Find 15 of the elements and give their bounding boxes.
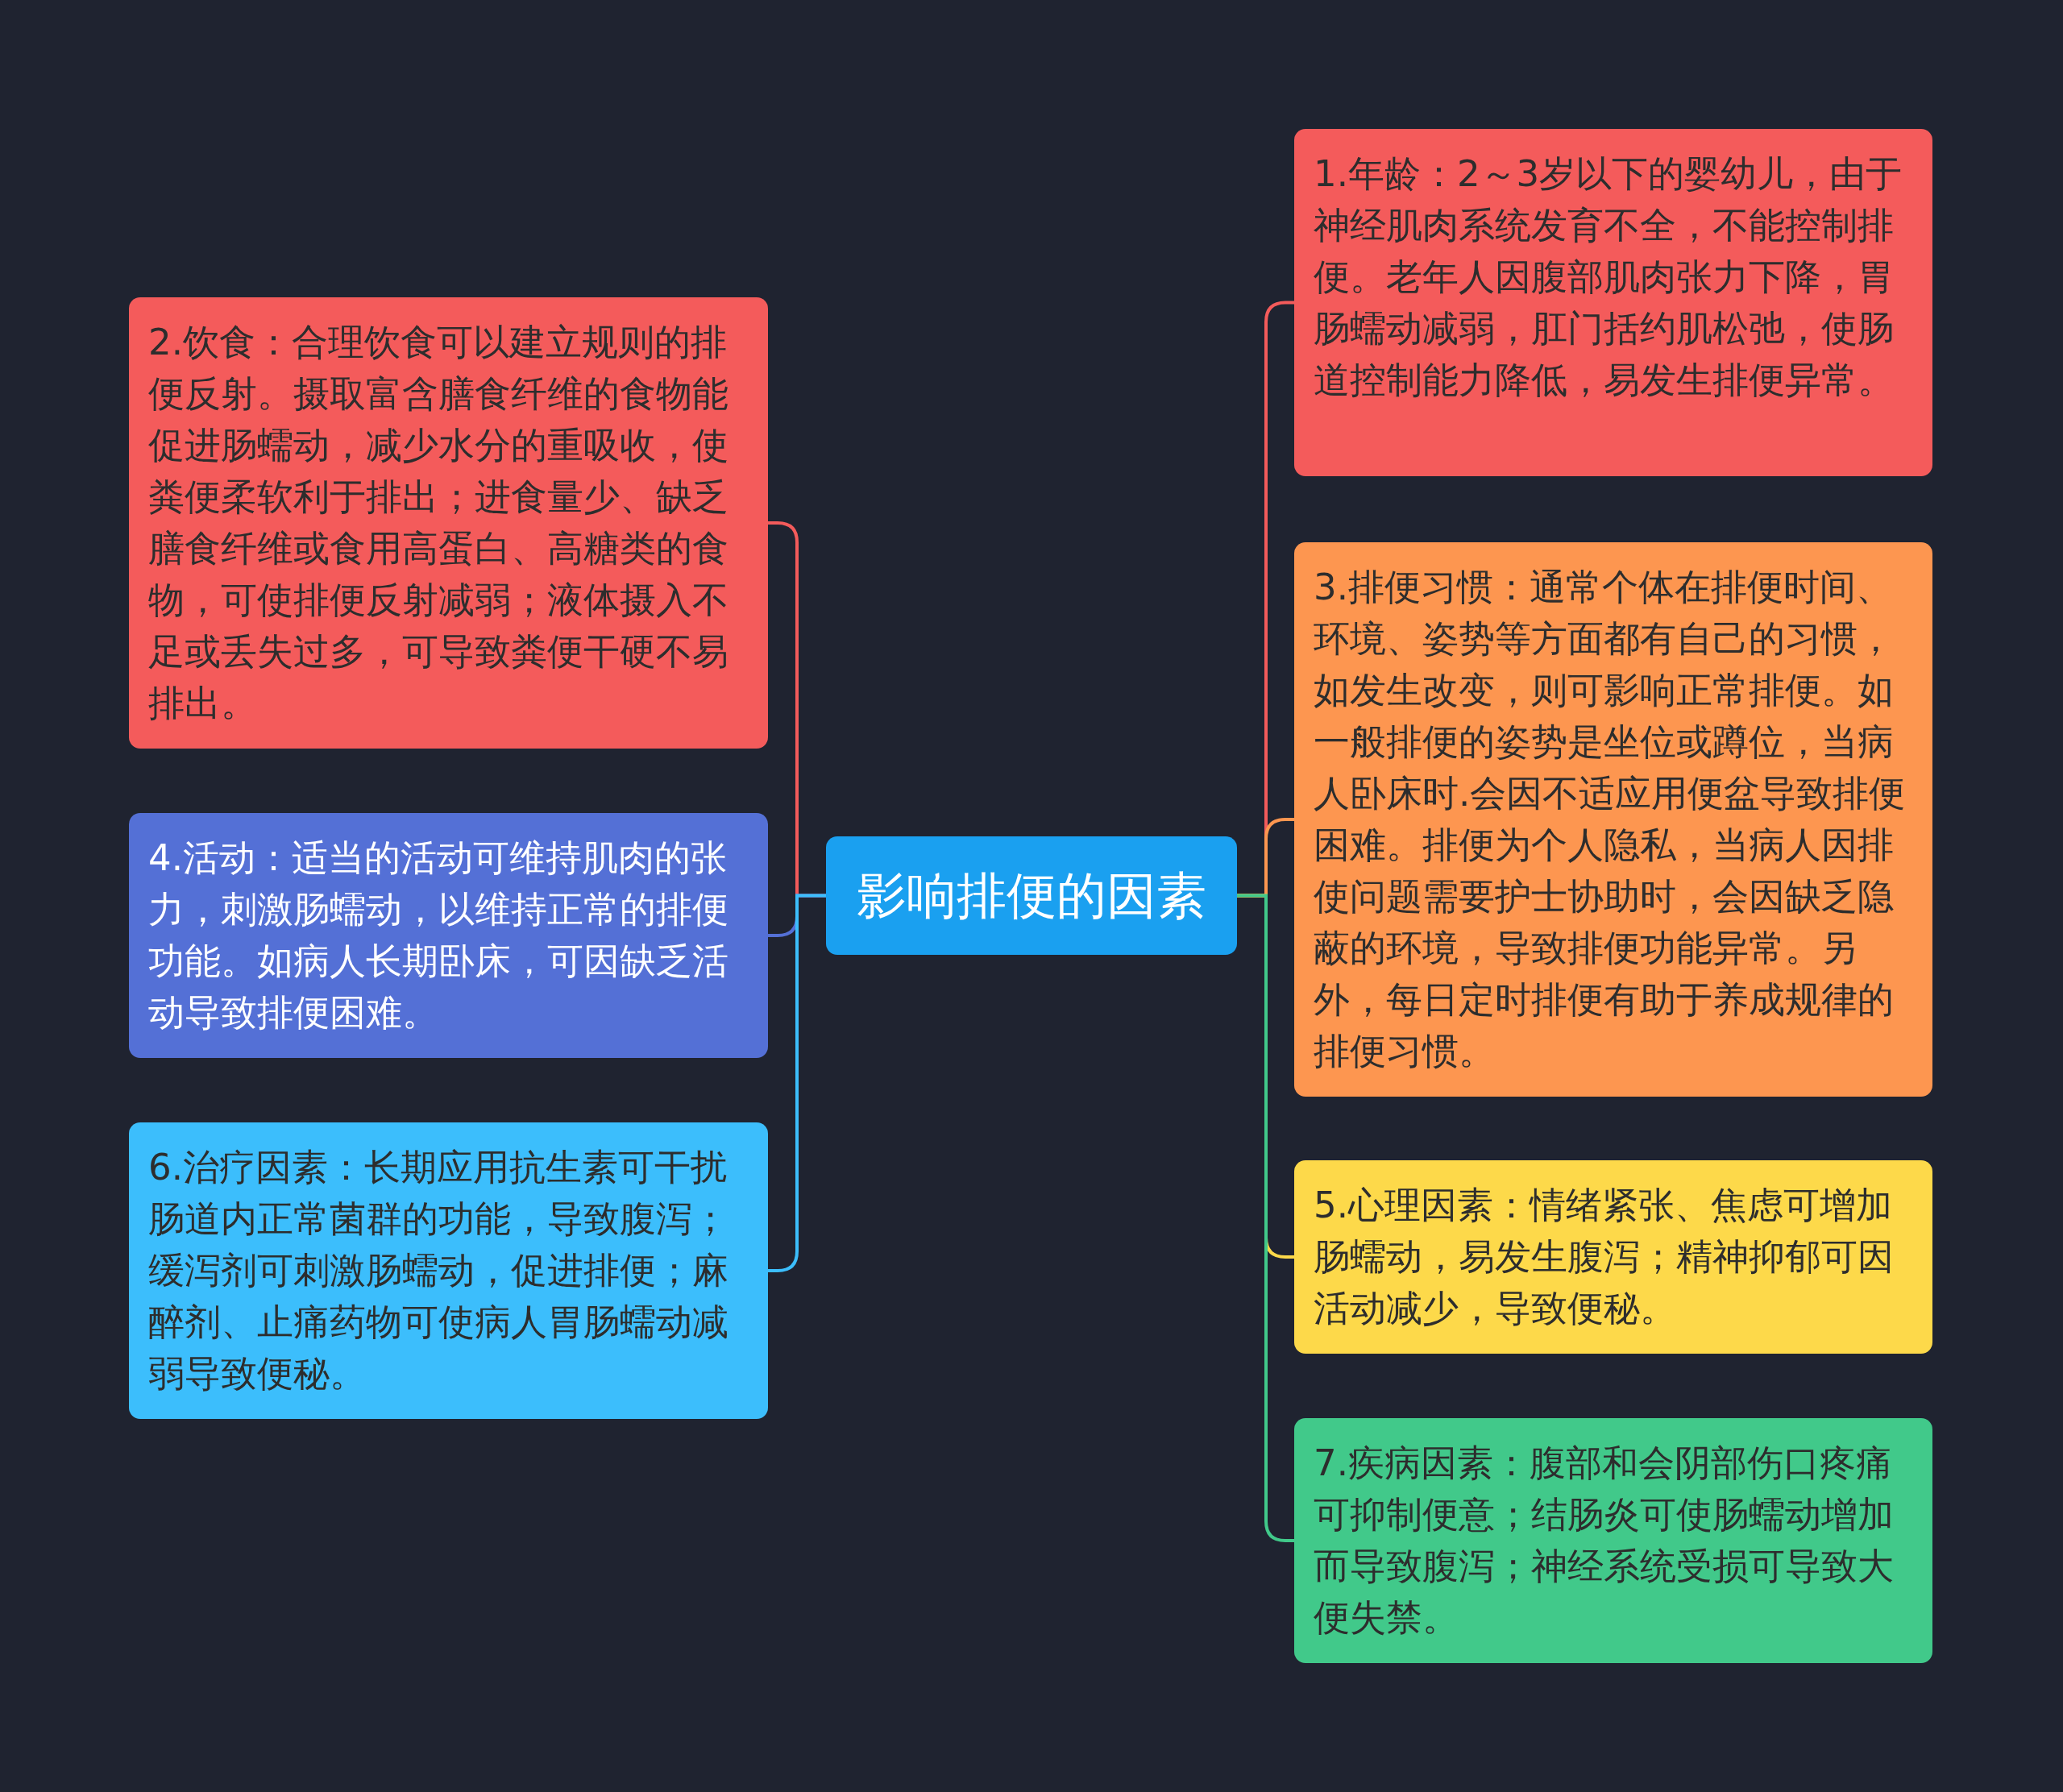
topic-title: 影响排便的因素 xyxy=(857,869,1206,922)
topic-box xyxy=(129,1122,768,1419)
topic-text: 3.排便习惯：通常个体在排便时间、环境、姿势等方面都有自己的习惯，如发生改变，则可影响正常排便。如一般排便的姿势是坐位或蹲位，当病人卧床时.会因不适应用便盆导致排便困难。排便为个人隐私，当病人因排使问题需要护士协助时，会因缺乏隐蔽的环境，导致排便功能异常。另外，每日定时排便有助于养成规律的排便习惯。 xyxy=(1314,565,1907,1074)
topic-box xyxy=(1294,1160,1932,1354)
topic-text: 1.年龄：2～3岁以下的婴幼儿，由于神经肌肉系统发育不全，不能控制排便。老年人因腹部肌肉张力下降，胃肠蠕动减弱，肛门括约肌松弛，使肠道控制能力降低，易发生排便异常。 xyxy=(1314,151,1903,403)
topic-text: 2.饮食：合理饮食可以建立规则的排便反射。摄取富含膳食纤维的食物能促进肠蠕动，减少水分的重吸收，使粪便柔软利于排出；进食量少、缺乏膳食纤维或食用高蛋白、高糖类的食物，可使排便反射减弱；液体摄入不足或丢失过多，可导致粪便干硬不易排出。 xyxy=(148,320,729,726)
topic-box xyxy=(129,813,768,1058)
topic-text: 6.治疗因素：长期应用抗生素可干扰肠道内正常菌群的功能，导致腹泻；缓泻剂可刺激肠蠕动，促进排便；麻醉剂、止痛药物可使病人胃肠蠕动减弱导致便秘。 xyxy=(148,1145,729,1396)
topic-text: 5.心理因素：情绪紧张、焦虑可增加肠蠕动，易发生腹泻；精神抑郁可因活动减少，导致便秘。 xyxy=(1314,1183,1895,1331)
topic-text: 7.疾病因素：腹部和会阴部伤口疼痛可抑制便意；结肠炎可使肠蠕动增加而导致腹泻；神经系统受损可导致大便失禁。 xyxy=(1314,1441,1895,1641)
topic-box xyxy=(1294,129,1932,476)
topic-box xyxy=(129,297,768,749)
topic-text: 4.活动：适当的活动可维持肌肉的张力，刺激肠蠕动，以维持正常的排便功能。如病人长期卧床，可因缺乏活动导致排便困难。 xyxy=(148,836,729,1035)
central-topic-box xyxy=(826,836,1237,955)
topic-box xyxy=(1294,1418,1932,1663)
